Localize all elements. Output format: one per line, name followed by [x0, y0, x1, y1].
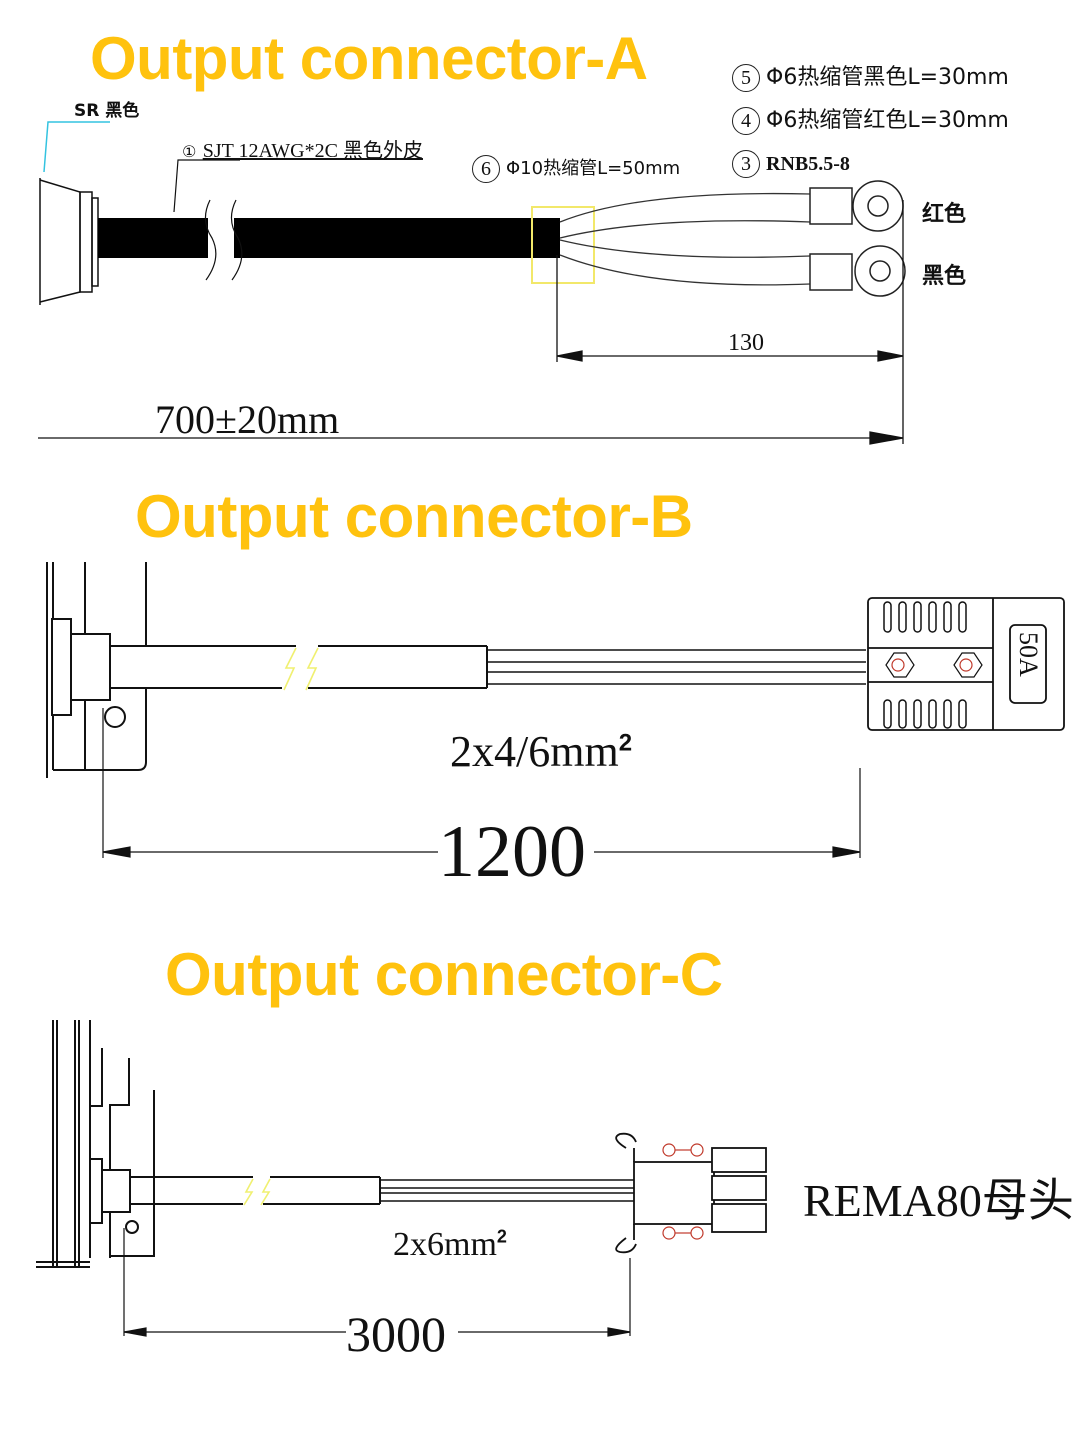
cable-a-segment-1: [98, 218, 208, 258]
rema-connector-label: REMA80母头: [803, 1175, 1074, 1226]
bracket-b: [46, 562, 147, 778]
sleeve-highlight: [531, 206, 595, 284]
cable-break-mark: [204, 199, 217, 281]
callout-text: Φ6热缩管红色L=30mm: [766, 108, 1009, 133]
ring-terminal-black: [809, 245, 906, 297]
callout-number-6: 6: [472, 155, 500, 183]
grommet-a: [39, 178, 99, 305]
connector-fin: [913, 601, 922, 633]
connector-screws: [885, 652, 983, 678]
cable-spec-label: ① SJT 12AWG*2C 黑色外皮: [182, 134, 423, 163]
dim-total-length-c: 3000: [346, 1306, 446, 1362]
dimension-lines-a: [38, 200, 904, 445]
callout-number: 3: [732, 150, 760, 178]
cable-a-segment-2: [234, 218, 560, 258]
wire-spec-c: 2x6mm2: [393, 1226, 507, 1264]
cable-break-mark: [230, 199, 243, 281]
wire-spec-c-sup: 2: [496, 1226, 507, 1247]
connector-fin: [913, 699, 922, 729]
connector-fin: [928, 601, 937, 633]
connector-fin: [928, 699, 937, 729]
cable-c: [130, 1176, 381, 1205]
connector-rating-label: 50A: [1014, 632, 1043, 677]
cable-spec-text: SJT 12AWG*2C 黑色外皮: [202, 140, 423, 162]
connector-fin: [943, 601, 952, 633]
cable-item-number: ①: [182, 142, 197, 161]
dim-total-length-a: 700±20mm: [155, 397, 340, 442]
terminal-red-label: 红色: [922, 202, 967, 227]
dim-split-length: 130: [728, 330, 764, 356]
terminal-black-label: 黑色: [922, 264, 967, 289]
dim-total-length-b: 1200: [438, 811, 586, 893]
cable-b: [110, 645, 488, 689]
break-mark-b: [283, 647, 319, 691]
connector-fin: [943, 699, 952, 729]
sleeve-spec: Φ10热缩管L=50mm: [506, 158, 681, 179]
connector-fin: [958, 699, 967, 729]
rema-screws: [662, 1143, 704, 1240]
ring-terminal-red: [809, 180, 904, 232]
section-a-title: Output connector-A: [90, 25, 648, 92]
callout-number: 5: [732, 64, 760, 92]
connector-fins: [883, 601, 967, 729]
wire-spec-b: 2x4/6mm2: [450, 726, 632, 777]
wire-spec-c-text: 2x6mm: [393, 1226, 497, 1263]
wires-c: [380, 1179, 634, 1202]
wire-spec-b-text: 2x4/6mm: [450, 727, 619, 776]
callout-number: 4: [732, 107, 760, 135]
break-mark-c: [243, 1178, 271, 1206]
sleeve-callout: 6 Φ10热缩管L=50mm: [472, 154, 680, 183]
connector-fin: [898, 601, 907, 633]
bracket-c: [36, 1020, 155, 1268]
connector-fin: [883, 601, 892, 633]
anderson-connector: [867, 597, 1065, 731]
section-c-title: Output connector-C: [165, 941, 723, 1008]
connector-fin: [883, 699, 892, 729]
grommet-leader: [43, 121, 110, 173]
wire-spec-b-sup: 2: [618, 729, 633, 757]
dimension-lines-c: [123, 1228, 631, 1337]
connector-fin: [898, 699, 907, 729]
callout-3: 3 RNB5.5-8: [732, 142, 1009, 186]
split-wires: [559, 192, 811, 286]
dimension-lines-b: [102, 708, 861, 858]
callout-text: RNB5.5-8: [766, 153, 850, 175]
wires-b: [487, 649, 866, 685]
grommet-label: SR 黑色: [74, 101, 140, 121]
section-b-title: Output connector-B: [135, 483, 693, 550]
connector-fin: [958, 601, 967, 633]
cable-leader: [173, 159, 240, 213]
rema-connector: [615, 1132, 767, 1254]
callout-text: Φ6热缩管黑色L=30mm: [766, 65, 1009, 90]
